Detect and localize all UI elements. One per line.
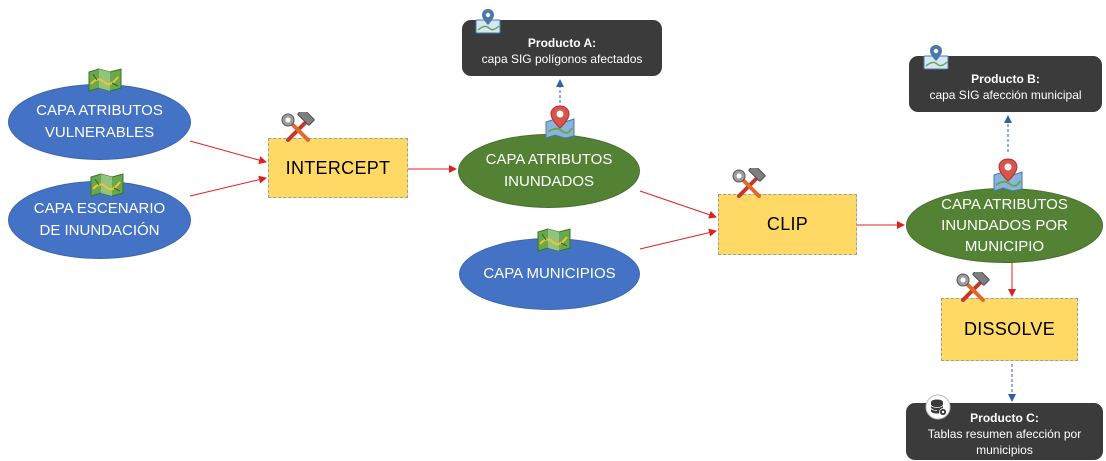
map-pin-icon bbox=[923, 45, 949, 70]
node-label-line: INUNDADOS bbox=[503, 173, 594, 190]
operation-label: CLIP bbox=[766, 214, 809, 234]
product-description: municipios bbox=[976, 442, 1033, 457]
product-description: capa SIG afección municipal bbox=[929, 88, 1082, 102]
operation-label: DISSOLVE bbox=[963, 319, 1056, 339]
node-label-line: CAPA ESCENARIO bbox=[33, 200, 166, 217]
dissolve-operation: DISSOLVE bbox=[941, 298, 1078, 361]
arrow-escenario-to-intercept bbox=[189, 175, 267, 197]
map-pin-icon bbox=[993, 158, 1023, 191]
product-title: Producto A: bbox=[527, 36, 597, 50]
node-label-line: CAPA ATRIBUTOS bbox=[36, 102, 163, 119]
arrow-vulnerables-to-intercept bbox=[189, 140, 267, 164]
hammer-wrench-icon bbox=[956, 272, 990, 302]
capa-atributos-inundados-municipio-node: CAPA ATRIBUTOS INUNDADOS POR MUNICIPIO bbox=[906, 188, 1103, 263]
hammer-wrench-icon bbox=[732, 168, 766, 198]
node-label-line: VULNERABLES bbox=[44, 124, 155, 141]
arrow-municipios-to-clip bbox=[639, 228, 717, 250]
folded-map-icon bbox=[88, 68, 122, 92]
hammer-wrench-icon bbox=[281, 112, 315, 142]
node-label-line: INUNDADOS POR bbox=[941, 217, 1068, 234]
folded-map-icon bbox=[90, 173, 124, 197]
capa-atributos-inundados-node: CAPA ATRIBUTOS INUNDADOS bbox=[458, 134, 640, 208]
clip-operation: CLIP bbox=[718, 194, 857, 255]
intercept-operation: INTERCEPT bbox=[268, 138, 408, 198]
map-pin-icon bbox=[545, 105, 575, 138]
operation-label: INTERCEPT bbox=[285, 157, 391, 178]
node-label-line: MUNICIPIO bbox=[964, 238, 1045, 255]
product-description: Tablas resumen afección por bbox=[927, 426, 1082, 441]
node-label-line: CAPA MUNICIPIOS bbox=[483, 265, 616, 282]
map-pin-icon bbox=[475, 9, 501, 34]
folded-map-icon bbox=[537, 228, 571, 252]
product-title: Producto C: bbox=[970, 410, 1039, 425]
node-label-line: CAPA ATRIBUTOS bbox=[941, 196, 1068, 213]
node-label-line: DE INUNDACIÓN bbox=[39, 222, 160, 239]
capa-escenario-inundacion-node: CAPA ESCENARIO DE INUNDACIÓN bbox=[8, 181, 191, 259]
node-label-line: CAPA ATRIBUTOS bbox=[485, 151, 613, 168]
arrow-inundados-to-clip bbox=[639, 190, 717, 219]
capa-municipios-node: CAPA MUNICIPIOS bbox=[459, 238, 640, 310]
capa-atributos-vulnerables-node: CAPA ATRIBUTOS VULNERABLES bbox=[8, 84, 191, 160]
database-gear-icon bbox=[925, 394, 951, 420]
product-title: Producto B: bbox=[971, 72, 1040, 86]
product-description: capa SIG polígonos afectados bbox=[481, 52, 643, 66]
